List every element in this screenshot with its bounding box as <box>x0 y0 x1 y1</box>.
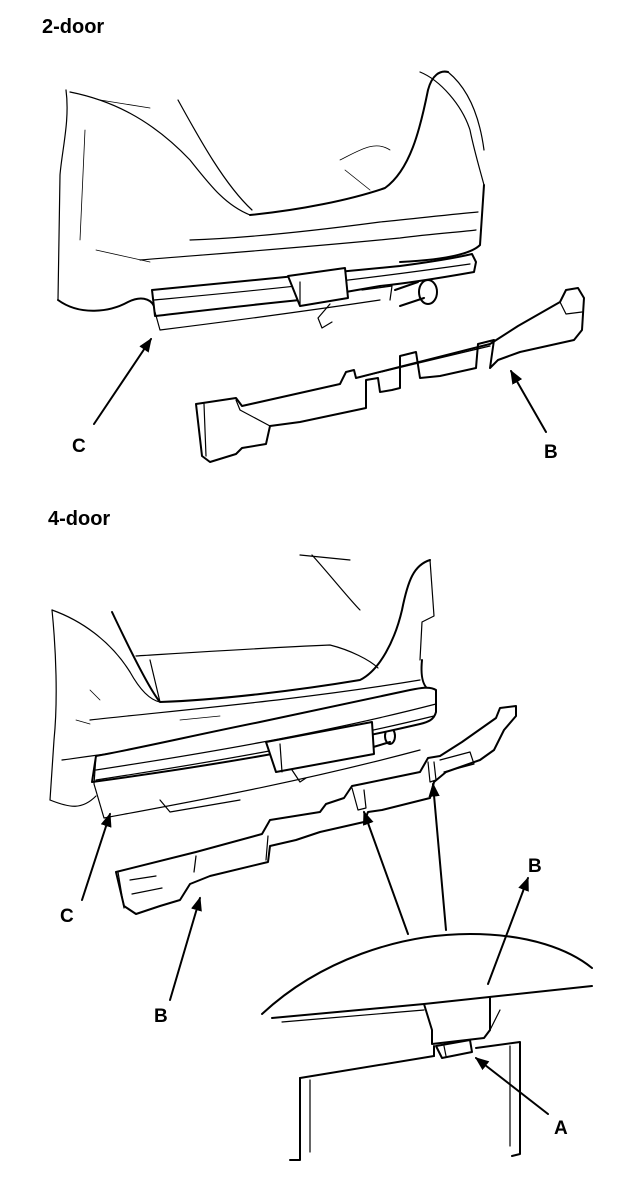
callout-4-door-b-detail: B <box>528 856 542 877</box>
heading-4-door: 4-door <box>48 508 111 530</box>
two-door-rear-beam-c <box>151 253 477 331</box>
callout-4-door-c: C <box>60 906 74 927</box>
two-door-vehicle-rear <box>57 70 485 312</box>
two-door-absorber-b <box>195 287 585 463</box>
callout-4-door-a: A <box>554 1118 568 1139</box>
heading-2-door: 2-door <box>42 16 105 38</box>
callout-4-door-b-lower: B <box>154 1006 168 1027</box>
four-door-detail-view <box>261 933 593 1161</box>
four-door-rear-beam-c <box>91 686 437 819</box>
four-door-absorber-b <box>115 705 517 915</box>
callout-2-door-c: C <box>72 436 86 457</box>
callout-2-door-b: B <box>544 442 558 463</box>
